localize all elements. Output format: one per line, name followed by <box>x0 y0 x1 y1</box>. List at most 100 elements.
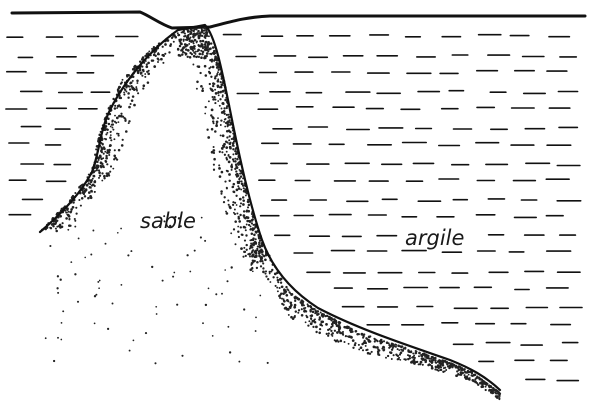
sand-dot <box>188 37 191 41</box>
sand-dot <box>418 351 421 355</box>
sand-dot <box>222 89 225 93</box>
sand-dot <box>253 255 257 259</box>
sand-dot <box>333 320 336 324</box>
sand-dot <box>104 242 107 245</box>
sand-dot <box>336 339 339 342</box>
sand-dot <box>75 206 78 209</box>
sand-dot <box>227 160 231 164</box>
sand-dot <box>268 270 271 274</box>
sand-dot <box>227 199 230 202</box>
sand-dot <box>430 360 434 364</box>
sand-dot <box>301 303 304 307</box>
sand-dot <box>131 79 134 82</box>
sand-dot <box>426 354 429 357</box>
sand-dot <box>237 185 240 188</box>
sand-dot <box>193 51 196 54</box>
sand-dot <box>247 203 251 207</box>
sand-dot <box>249 228 252 231</box>
sand-dot <box>224 140 228 143</box>
sand-dot <box>176 32 179 35</box>
sand-dot <box>212 145 215 149</box>
sand-dot <box>401 345 404 348</box>
sand-dot <box>161 279 164 282</box>
sand-dot <box>142 87 145 90</box>
sand-dot <box>328 318 331 321</box>
sand-dot <box>245 223 248 226</box>
sand-dot <box>79 204 82 207</box>
sand-dot <box>264 270 268 273</box>
sand-dot <box>250 232 254 235</box>
sand-dot <box>276 276 279 279</box>
sand-dot <box>102 157 105 160</box>
sand-dot <box>136 69 140 73</box>
sand-dot <box>217 71 219 74</box>
sand-dot <box>273 272 277 276</box>
sand-dot <box>294 310 298 313</box>
sand-dot <box>237 235 240 239</box>
sand-dot <box>237 163 240 166</box>
sand-dot <box>259 265 263 268</box>
sand-dot <box>210 75 213 78</box>
sand-dot <box>130 99 134 102</box>
sand-dot <box>285 285 288 289</box>
sand-dot <box>193 28 196 31</box>
sand-dot <box>336 331 339 334</box>
sand-dot <box>109 125 112 128</box>
sand-dot <box>197 43 200 47</box>
sand-dot <box>232 144 235 147</box>
sand-dot <box>210 60 213 63</box>
sand-dot <box>176 48 180 51</box>
sand-dot <box>231 185 235 189</box>
sand-dot <box>314 309 317 312</box>
sand-dot <box>217 90 220 93</box>
sand-dot <box>120 112 123 115</box>
sand-dot <box>154 362 157 365</box>
sand-dot <box>281 297 283 300</box>
sand-dot <box>300 314 304 317</box>
sand-dot <box>144 332 148 335</box>
sand-dot <box>373 337 376 340</box>
sand-dot <box>240 180 243 183</box>
sand-dot <box>318 316 321 319</box>
sand-dot <box>201 89 204 93</box>
sand-dot <box>235 165 238 169</box>
sand-dot <box>52 359 56 363</box>
sand-dot <box>232 148 235 151</box>
sand-dot <box>293 297 297 300</box>
sand-dot <box>430 365 434 368</box>
sand-dot <box>177 53 181 57</box>
sand-dot <box>249 255 251 258</box>
sand-dot <box>277 281 280 284</box>
sand-dot <box>177 217 181 220</box>
sand-dot <box>129 82 132 85</box>
sand-dot <box>209 47 212 50</box>
sand-dot <box>364 344 367 347</box>
sand-dot <box>142 70 145 73</box>
sand-dot <box>157 53 160 56</box>
sand-dot <box>226 136 229 139</box>
sand-dot <box>211 46 215 49</box>
sand-dot <box>211 96 214 98</box>
sand-dot <box>223 112 226 115</box>
sand-dot <box>203 46 206 49</box>
sand-dot <box>109 136 112 140</box>
sand-dot <box>386 354 390 358</box>
sand-dot <box>413 354 416 357</box>
sand-dot <box>105 133 108 136</box>
sand-dot <box>234 243 237 246</box>
sand-dot <box>144 73 147 75</box>
sand-dot <box>184 48 188 51</box>
sand-dot <box>234 147 237 151</box>
sand-dot <box>413 356 416 360</box>
sand-dot <box>256 249 259 252</box>
sand-dot <box>150 59 154 62</box>
sand-dot <box>475 377 478 380</box>
sand-dot <box>471 374 474 378</box>
sand-dot <box>327 332 330 335</box>
sand-dot <box>144 55 147 57</box>
sand-dot <box>459 371 463 374</box>
sand-dot <box>119 96 123 100</box>
sand-dot <box>203 35 207 38</box>
sand-dot <box>220 119 223 122</box>
sand-dot <box>112 97 115 101</box>
